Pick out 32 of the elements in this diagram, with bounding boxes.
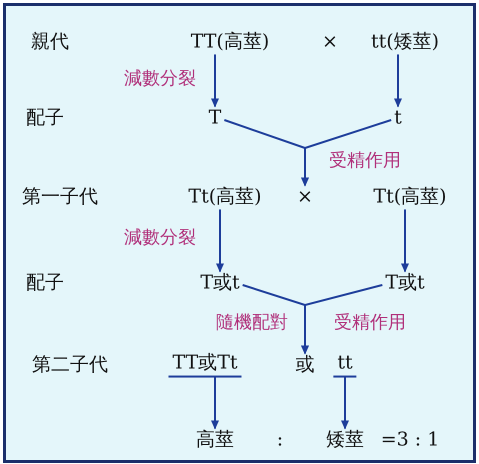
- genotype-text: Tt(高莖): [188, 186, 262, 208]
- arrow: [216, 209, 224, 273]
- connector-word: 或: [296, 354, 314, 376]
- allele-text: T: [208, 108, 222, 128]
- ratio-text: =3 : 1: [380, 430, 440, 450]
- arrow: [394, 54, 402, 108]
- allele-text: t: [394, 108, 402, 128]
- allele-text: T或t: [200, 272, 240, 294]
- edge-label: 減數分裂: [123, 66, 197, 90]
- arrow: [341, 377, 349, 430]
- ratio-text: :: [276, 430, 284, 450]
- genotype-text: TT或Tt: [168, 352, 242, 378]
- genotype-text: Tt(高莖): [373, 186, 447, 208]
- genotype-text: TT(高莖): [190, 32, 270, 52]
- generation-label: 配子: [26, 272, 64, 294]
- genotype-text: tt: [333, 352, 357, 378]
- cross-symbol: ×: [322, 32, 338, 52]
- phenotype-text: 矮莖: [326, 430, 364, 450]
- arrow: [401, 209, 409, 273]
- generation-label: 第二子代: [32, 354, 108, 376]
- arrow: [211, 54, 219, 108]
- generation-label: 配子: [26, 108, 64, 128]
- cross-symbol: ×: [297, 186, 313, 208]
- arrow: [211, 377, 219, 430]
- arrow: [301, 119, 392, 187]
- phenotype-text: 高莖: [196, 430, 234, 450]
- allele-text: T或t: [385, 272, 425, 294]
- genotype-text: tt(矮莖): [370, 32, 440, 52]
- arrow: [301, 284, 383, 355]
- edge-label: 減數分裂: [123, 225, 197, 249]
- generation-label: 第一子代: [22, 186, 98, 208]
- generation-label: 親代: [31, 32, 69, 52]
